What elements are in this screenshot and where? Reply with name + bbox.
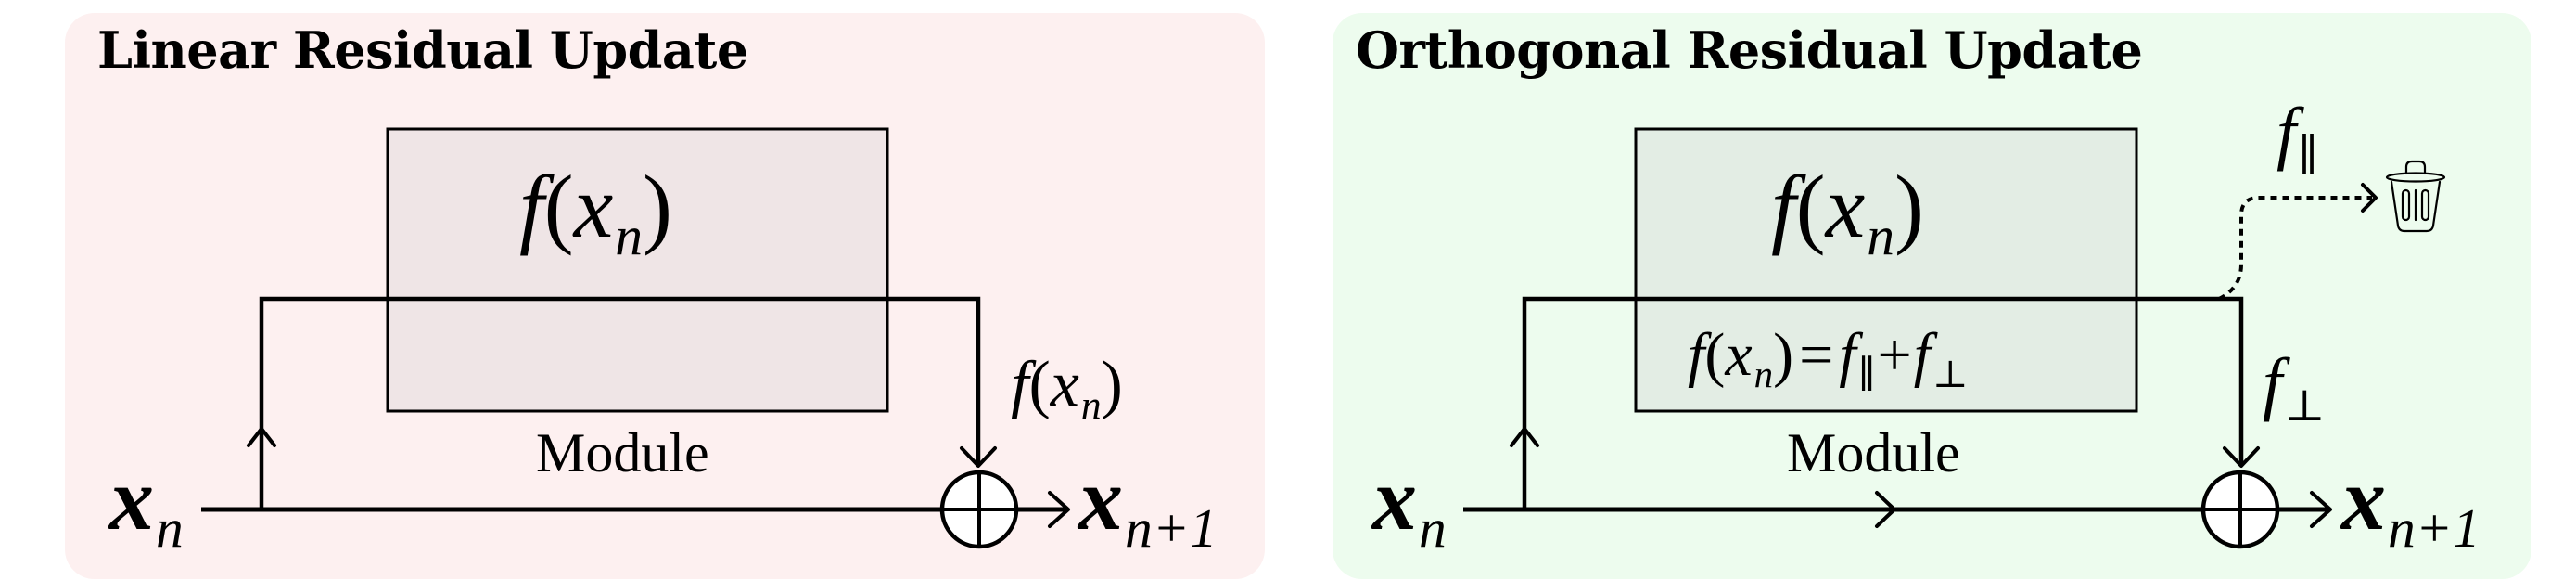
left-input-xn: xn xyxy=(109,455,184,556)
right-module-box xyxy=(1634,127,2138,413)
right-residual-branch xyxy=(1522,296,2244,509)
subscript: n xyxy=(615,205,644,267)
paren-open: ( xyxy=(1028,349,1051,420)
trash-can-icon xyxy=(2385,160,2446,233)
subscript: n+1 xyxy=(2388,497,2480,560)
function-f-perp: f xyxy=(1913,321,1932,389)
variable-x: x xyxy=(1078,449,1123,548)
variable-x: x xyxy=(1725,321,1753,389)
parallel-discard-path xyxy=(2218,196,2372,301)
right-module-expression: f(xn) xyxy=(1771,162,1924,264)
right-sum-node-icon xyxy=(2200,470,2280,549)
variable-x: x xyxy=(109,449,154,548)
plus-sign: + xyxy=(1877,321,1912,389)
left-module-expression: f(xn) xyxy=(519,162,672,264)
variable-x: x xyxy=(573,157,614,256)
function-f: f xyxy=(2276,94,2297,172)
function-f: f xyxy=(1011,349,1029,420)
subscript: n xyxy=(156,497,184,560)
discard-arrow-icon xyxy=(2361,183,2378,213)
equals-sign: = xyxy=(1799,321,1834,389)
variable-x: x xyxy=(2341,449,2386,548)
right-mid-arrow-icon xyxy=(1875,491,1896,528)
paren-close: ) xyxy=(1773,321,1794,389)
subscript: n xyxy=(1080,382,1102,428)
right-input-xn: xn xyxy=(1372,455,1447,556)
parallel-component-label: f∥ xyxy=(2276,97,2318,178)
orthogonal-panel-title: Orthogonal Residual Update xyxy=(1356,20,2143,80)
variable-x: x xyxy=(1372,449,1417,548)
left-branch-label: f(xn) xyxy=(1011,353,1123,426)
right-up-arrow-icon xyxy=(1510,427,1539,447)
perp-subscript: ⊥ xyxy=(2284,382,2326,432)
left-module-box xyxy=(386,127,889,413)
parallel-subscript: ∥ xyxy=(1857,354,1876,396)
decomposition-equation: f(xn)=f∥+f⊥ xyxy=(1688,325,1969,394)
paren-close: ) xyxy=(643,157,672,256)
function-f: f xyxy=(519,157,544,256)
left-up-arrow-icon xyxy=(247,427,276,447)
function-f: f xyxy=(1688,321,1705,389)
parallel-subscript: ∥ xyxy=(2298,132,2318,181)
right-output-arrow-icon xyxy=(2310,491,2332,528)
right-down-arrow-icon xyxy=(2223,446,2260,468)
function-f: f xyxy=(2263,344,2283,422)
variable-x: x xyxy=(1825,157,1866,256)
right-module-label: Module xyxy=(1787,422,1960,483)
paren-close: ) xyxy=(1894,157,1924,256)
linear-panel-title: Linear Residual Update xyxy=(97,20,748,80)
function-f-parallel: f xyxy=(1839,321,1856,389)
paren-open: ( xyxy=(1795,157,1826,256)
paren-close: ) xyxy=(1101,349,1123,420)
perp-component-label: f⊥ xyxy=(2263,348,2325,429)
right-output-xn1: xn+1 xyxy=(2341,455,2480,556)
subscript: n+1 xyxy=(1125,497,1218,560)
left-down-arrow-icon xyxy=(960,446,997,468)
left-module-label: Module xyxy=(536,422,709,483)
left-output-xn1: xn+1 xyxy=(1078,455,1218,556)
paren-open: ( xyxy=(543,157,574,256)
function-f: f xyxy=(1771,157,1796,256)
left-output-arrow-icon xyxy=(1048,491,1070,528)
left-sum-node-icon xyxy=(939,470,1019,549)
left-residual-branch xyxy=(259,296,981,509)
subscript: n xyxy=(1419,497,1447,560)
variable-x: x xyxy=(1050,349,1079,420)
perp-subscript: ⊥ xyxy=(1932,354,1969,396)
subscript: n xyxy=(1753,354,1774,396)
subscript: n xyxy=(1867,205,1895,267)
paren-open: ( xyxy=(1704,321,1726,389)
